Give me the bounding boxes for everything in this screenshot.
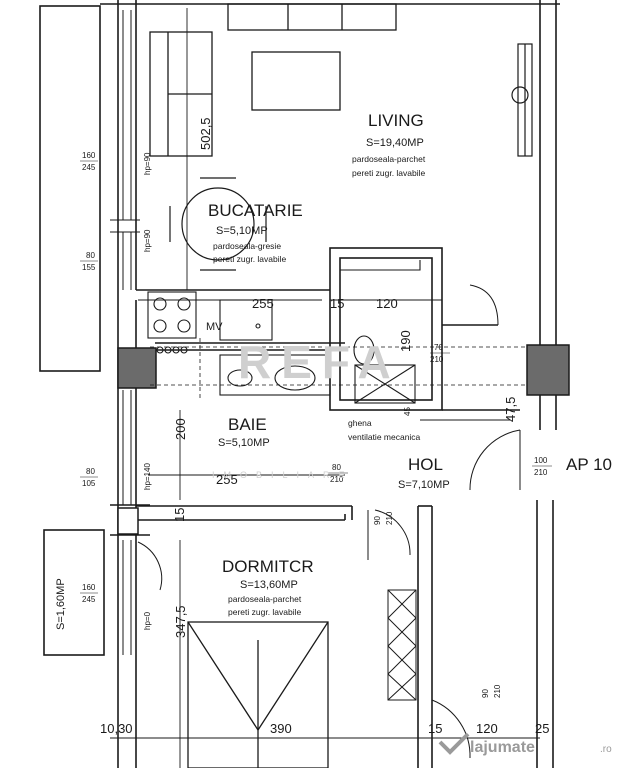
column-left: [117, 347, 157, 389]
door-baie-height: 210: [430, 355, 444, 364]
room-area-baie: S=5,10MP: [218, 437, 270, 449]
hp-label-1: hp=90: [143, 152, 152, 175]
dimension-lines: [110, 8, 540, 768]
door-ap-height: 210: [534, 468, 548, 477]
dim-390: 390: [270, 721, 292, 736]
room-name-bucatarie: BUCATARIE: [208, 201, 303, 220]
dim-255-a: 255: [252, 296, 274, 311]
room-walls-living: pereti zugr. lavabile: [352, 168, 426, 178]
sofa: [149, 3, 397, 157]
room-floor-living: pardoseala-parchet: [352, 154, 426, 164]
dim-347: 347,5: [173, 605, 188, 638]
dim-200: 200: [173, 418, 188, 440]
door-bottom-height: 210: [493, 684, 502, 698]
dim-502: 502,5: [198, 117, 213, 150]
room-area-bucatarie: S=5,10MP: [216, 225, 268, 237]
dim-25: 25: [535, 721, 549, 736]
dim-120-b: 120: [476, 721, 498, 736]
dim-1030: 10,30: [100, 721, 133, 736]
column-right: [526, 344, 570, 396]
window-1-width: 160: [82, 151, 96, 160]
watermark-brand: REFA: [238, 336, 401, 388]
door-hol-width: 80: [332, 463, 341, 472]
door-dorm-height: 210: [385, 511, 394, 525]
hp-label-3: hp=140: [143, 463, 152, 490]
dim-45: 45: [403, 407, 412, 416]
window-1-height: 245: [82, 163, 96, 172]
room-area-hol: S=7,10MP: [398, 479, 450, 491]
room-name-living: LIVING: [368, 111, 424, 130]
dim-120-a: 120: [376, 296, 398, 311]
door-hol-height: 210: [330, 475, 344, 484]
ghena-label: ghena: [348, 418, 372, 428]
dim-255-b: 255: [216, 472, 238, 487]
room-floor-dormitor: pardoseala-parchet: [228, 594, 302, 604]
storage-closet: [387, 589, 417, 701]
window-2-height: 155: [82, 263, 96, 272]
hp-label-2: hp=90: [143, 229, 152, 252]
tv-unit: [511, 43, 533, 157]
room-area-balcon: S=1,60MP: [55, 578, 67, 630]
dim-47: 47,5: [503, 397, 518, 422]
dining-table: [169, 177, 267, 271]
site-watermark-name: lajumate: [470, 739, 535, 756]
door-swings: [137, 284, 521, 759]
site-watermark: lajumate .ro: [438, 732, 612, 756]
room-name-baie: BAIE: [228, 415, 267, 434]
window-4-width: 160: [82, 583, 96, 592]
room-name-hol: HOL: [408, 455, 443, 474]
coffee-table: [251, 51, 341, 111]
column-small: [117, 507, 139, 535]
room-walls-dormitor: pereti zugr. lavabile: [228, 607, 302, 617]
door-bottom-width: 90: [481, 689, 490, 698]
mv-label: MV: [206, 321, 223, 333]
dim-15-c: 15: [428, 721, 442, 736]
bed: [187, 621, 329, 768]
hp-label-4: hp=0: [143, 611, 152, 630]
site-watermark-tld: .ro: [600, 744, 612, 755]
dashed-lines: [150, 338, 527, 400]
room-walls-bucatarie: pereti zugr. lavabile: [213, 254, 287, 264]
room-floor-bucatarie: pardoseala-gresie: [213, 241, 281, 251]
dim-15-b: 15: [172, 508, 187, 522]
ventilatie-label: ventilatie mecanica: [348, 432, 421, 442]
dim-15-a: 15: [330, 296, 344, 311]
window-3-width: 80: [86, 467, 95, 476]
room-area-dormitor: S=13,60MP: [240, 579, 298, 591]
dim-190: 190: [398, 330, 413, 352]
window-2-width: 80: [86, 251, 95, 260]
check-icon: [438, 732, 470, 755]
window-4-height: 245: [82, 595, 96, 604]
window-3-height: 105: [82, 479, 96, 488]
door-ap-width: 100: [534, 456, 548, 465]
room-name-dormitor: DORMITCR: [222, 557, 314, 576]
kitchen-counter: [147, 291, 273, 354]
bathroom-fixtures: [219, 260, 421, 404]
apartment-label: AP 10: [566, 455, 612, 474]
room-area-living: S=19,40MP: [366, 137, 424, 149]
walls: [39, 0, 560, 768]
door-dorm-width: 90: [373, 516, 382, 525]
watermark-sub: IMOBILIARE: [212, 470, 354, 480]
windows-left: [110, 10, 140, 655]
door-baie-width: 70: [434, 343, 443, 352]
